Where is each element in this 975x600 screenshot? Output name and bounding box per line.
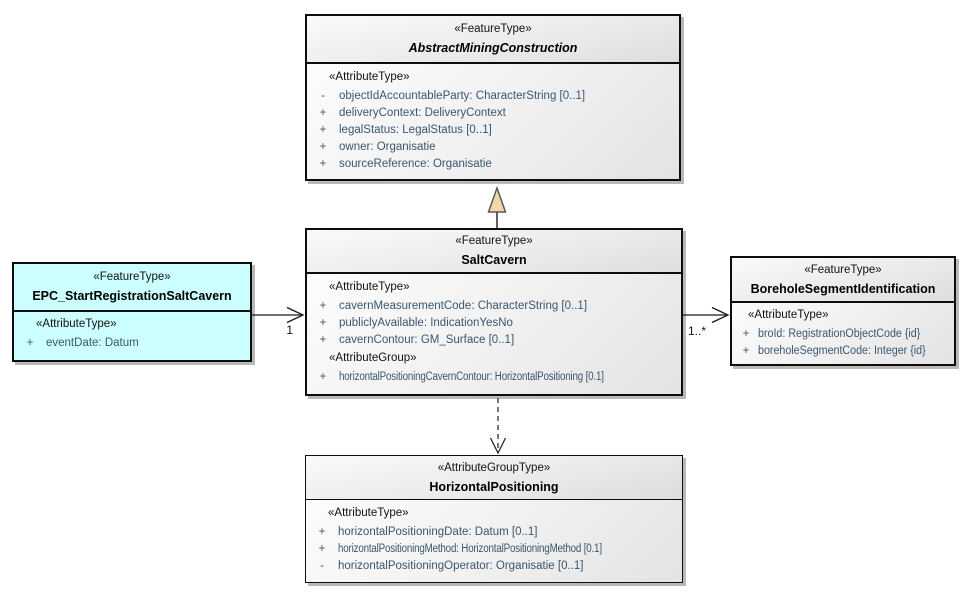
multiplicity-label: 1..* — [688, 324, 706, 338]
attribute-text: horizontalPositioningCavernContour: Hori… — [339, 371, 604, 383]
visibility-marker: + — [319, 317, 327, 329]
attribute-text: publiclyAvailable: IndicationYesNo — [339, 317, 513, 329]
stereotype-label: «FeatureType» — [454, 23, 532, 35]
stereotype-label: «FeatureType» — [804, 263, 882, 276]
association-connector-epc-saltcavern[interactable]: 1 — [252, 306, 305, 338]
attribute-compartment: «AttributeType» + cavernMeasurementCode: … — [307, 274, 681, 384]
attribute-type-header: «AttributeType» — [328, 507, 409, 519]
open-arrowhead-icon — [711, 306, 730, 324]
attribute-type-header: «AttributeType» — [329, 71, 410, 83]
class-name: AbstractMiningConstruction — [408, 41, 578, 55]
visibility-marker: + — [742, 328, 750, 340]
class-salt-cavern[interactable]: «FeatureType» SaltCavern «AttributeType»… — [305, 228, 683, 396]
attribute-row: + horizontalPositioningDate: Datum [0..1] — [314, 522, 678, 539]
attribute-row: - objectIdAccountableParty: CharacterStri… — [315, 86, 675, 103]
stereotype-label: «AttributeGroupType» — [437, 461, 551, 474]
attribute-type-header: «AttributeType» — [748, 309, 829, 321]
attribute-text: cavernContour: GM_Surface [0..1] — [339, 334, 515, 346]
attribute-row: + eventDate: Datum — [22, 333, 246, 350]
open-arrowhead-icon — [286, 306, 305, 324]
dependency-connector[interactable] — [489, 398, 507, 455]
attribute-text: broId: RegistrationObjectCode {id} — [758, 328, 921, 340]
attribute-row: + deliveryContext: DeliveryContext — [315, 103, 675, 120]
stereotype-label: «FeatureType» — [93, 271, 171, 283]
attribute-type-header: «AttributeType» — [36, 318, 117, 330]
attribute-group-header: «AttributeGroup» — [329, 352, 417, 364]
attribute-text: horizontalPositioningOperator: Organisat… — [338, 560, 584, 572]
visibility-marker: + — [319, 107, 327, 119]
attribute-text: objectIdAccountableParty: CharacterStrin… — [339, 90, 586, 102]
class-borehole-segment-identification[interactable]: «FeatureType» BoreholeSegmentIdentificat… — [730, 256, 956, 366]
attribute-row: + boreholeSegmentCode: Integer {id} — [738, 341, 950, 358]
attribute-row: + owner: Organisatie — [315, 137, 675, 154]
attribute-text: sourceReference: Organisatie — [339, 158, 492, 170]
class-epc-start-registration-salt-cavern[interactable]: «FeatureType» EPC_StartRegistrationSaltC… — [12, 262, 252, 362]
class-name: EPC_StartRegistrationSaltCavern — [32, 289, 232, 303]
class-header: «AttributeGroupType» HorizontalPositioni… — [306, 456, 682, 500]
class-header: «FeatureType» EPC_StartRegistrationSaltC… — [14, 264, 250, 312]
attribute-compartment: «AttributeType» + horizontalPositioningDa… — [306, 500, 682, 573]
visibility-marker: + — [318, 543, 326, 555]
attribute-text: cavernMeasurementCode: CharacterString [… — [339, 300, 588, 312]
attribute-text: owner: Organisatie — [339, 141, 436, 153]
visibility-marker: + — [319, 141, 327, 153]
attribute-row: + publiclyAvailable: IndicationYesNo — [315, 313, 677, 330]
visibility-marker: + — [319, 334, 327, 346]
visibility-marker: + — [319, 371, 327, 383]
attribute-text: horizontalPositioningMethod: HorizontalP… — [338, 543, 602, 555]
class-header: «FeatureType» AbstractMiningConstruction — [307, 16, 679, 64]
class-name: SaltCavern — [461, 253, 527, 267]
visibility-marker: - — [320, 560, 324, 572]
attribute-text: horizontalPositioningDate: Datum [0..1] — [338, 526, 538, 538]
class-abstract-mining-construction[interactable]: «FeatureType» AbstractMiningConstruction… — [305, 14, 681, 181]
generalization-connector[interactable] — [487, 185, 507, 228]
class-header: «FeatureType» BoreholeSegmentIdentificat… — [732, 258, 954, 303]
attribute-row: + horizontalPositioningMethod: Horizontal… — [314, 539, 678, 556]
class-name: BoreholeSegmentIdentification — [750, 281, 936, 296]
attribute-row: + cavernMeasurementCode: CharacterString … — [315, 296, 677, 313]
attribute-row: - horizontalPositioningOperator: Organisa… — [314, 556, 678, 573]
visibility-marker: + — [319, 158, 327, 170]
attribute-compartment: «AttributeType» + eventDate: Datum — [14, 312, 250, 350]
attribute-row: + horizontalPositioningCavernContour: Hor… — [315, 367, 677, 384]
attribute-text: legalStatus: LegalStatus [0..1] — [339, 124, 492, 136]
open-arrowhead-icon — [489, 437, 507, 455]
class-name: HorizontalPositioning — [429, 479, 559, 494]
attribute-text: deliveryContext: DeliveryContext — [339, 107, 506, 119]
attribute-text: boreholeSegmentCode: Integer {id} — [758, 345, 926, 357]
visibility-marker: + — [319, 300, 327, 312]
attribute-compartment: «AttributeType» - objectIdAccountablePart… — [307, 64, 679, 171]
attribute-type-header: «AttributeType» — [329, 281, 410, 293]
visibility-marker: + — [319, 124, 327, 136]
visibility-marker: - — [321, 90, 325, 102]
attribute-row: + broId: RegistrationObjectCode {id} — [738, 324, 950, 341]
attribute-text: eventDate: Datum — [46, 337, 139, 349]
class-horizontal-positioning[interactable]: «AttributeGroupType» HorizontalPositioni… — [305, 455, 683, 583]
attribute-row: + cavernContour: GM_Surface [0..1] — [315, 330, 677, 347]
attribute-row: + legalStatus: LegalStatus [0..1] — [315, 120, 675, 137]
stereotype-label: «FeatureType» — [455, 235, 533, 247]
visibility-marker: + — [26, 337, 34, 349]
association-connector-saltcavern-borehole[interactable]: 1..* — [683, 306, 730, 339]
attribute-compartment: «AttributeType» + broId: RegistrationObje… — [732, 303, 954, 358]
visibility-marker: + — [742, 345, 750, 357]
class-header: «FeatureType» SaltCavern — [307, 230, 681, 274]
attribute-row: + sourceReference: Organisatie — [315, 154, 675, 171]
generalization-triangle-icon — [487, 185, 507, 213]
visibility-marker: + — [318, 526, 326, 538]
multiplicity-label: 1 — [286, 323, 293, 337]
